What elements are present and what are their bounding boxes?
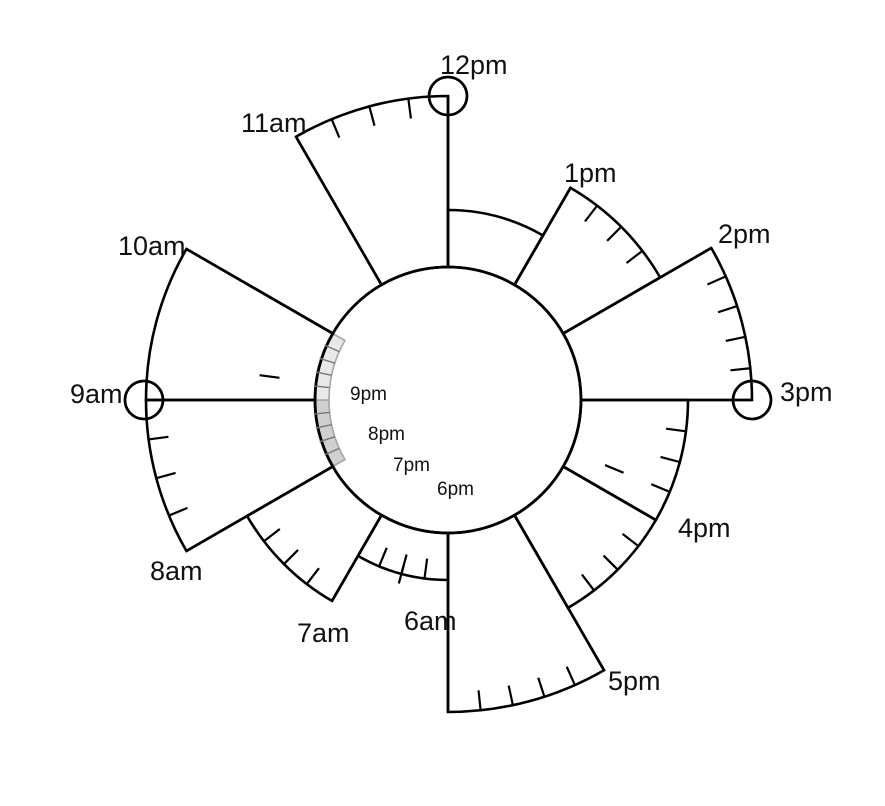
label-10am: 10am <box>118 231 186 261</box>
sector-8pm-tick <box>315 424 332 429</box>
tick-group <box>148 98 751 711</box>
sector-2pm-tick <box>730 367 751 372</box>
sector-12pm-tick <box>604 464 624 474</box>
sector-7am <box>245 464 384 603</box>
sector-5pm-tick <box>477 690 482 711</box>
spoke-hour-2 <box>562 246 712 335</box>
sector-4pm <box>512 464 658 610</box>
label-8am: 8am <box>150 556 203 586</box>
sector-8pm-tick <box>313 411 330 415</box>
spoke-hour-8 <box>185 465 334 553</box>
sector-1pm-tick <box>606 225 623 242</box>
base-circle <box>313 265 583 535</box>
label-11am: 11am <box>241 108 307 138</box>
sector-9pm-tick <box>319 357 336 364</box>
sector-11am <box>294 94 450 287</box>
label-2pm: 2pm <box>718 219 771 249</box>
label-3pm: 3pm <box>780 377 833 407</box>
sector-11am-tick <box>407 98 413 119</box>
sector-11am-tick <box>368 106 376 126</box>
sector-9pm-tick <box>324 344 340 353</box>
sector-8am <box>144 398 335 553</box>
end-marker-12pm <box>427 75 469 117</box>
label-7am: 7am <box>297 618 350 648</box>
inward-sector-group <box>314 332 347 468</box>
spoke-hour-4 <box>562 465 657 522</box>
sector-6am-tick <box>423 558 429 579</box>
sector-3pm-tick <box>665 427 687 433</box>
sector-2pm-tick <box>725 335 746 343</box>
sector-12pm <box>446 208 545 287</box>
sector-2pm-tick <box>706 275 727 286</box>
sector-8am-tick <box>148 435 169 441</box>
sector-7am-tick <box>263 528 281 543</box>
sector-1pm-tick <box>625 249 644 264</box>
end-marker-group <box>123 75 773 421</box>
sector-5pm-tick <box>507 685 514 706</box>
sector-7am-tick <box>283 549 299 565</box>
label-6pm: 6pm <box>437 479 474 500</box>
spoke-hour-11 <box>294 136 383 286</box>
sector-3pm-tick <box>650 483 671 493</box>
sector-4pm-tick <box>581 573 595 592</box>
sector-5pm-tick <box>537 677 546 698</box>
label-12pm: 12pm <box>440 50 508 80</box>
sector-8pm-tick <box>319 436 336 443</box>
spoke-group <box>146 96 752 712</box>
label-4pm: 4pm <box>678 513 731 543</box>
sector-9pm-tick <box>313 385 330 389</box>
label-9pm: 9pm <box>350 384 387 405</box>
sector-8am-tick <box>168 506 188 517</box>
sector-6am-tick <box>378 547 388 567</box>
end-marker-3pm <box>731 379 773 421</box>
sector-12pm-tick <box>259 374 280 379</box>
sector-8am-tick <box>156 471 176 480</box>
sector-4pm-tick <box>602 554 619 571</box>
sector-5pm <box>446 513 606 714</box>
spoke-hour-1 <box>513 187 572 286</box>
spoke-10am-bare <box>245 282 334 335</box>
spoke-hour-5 <box>513 514 606 671</box>
sector-8pm-tick <box>324 447 340 456</box>
end-marker-9am <box>123 379 165 421</box>
sector-2pm-tick <box>717 305 738 314</box>
label-9am: 9am <box>70 379 123 409</box>
label-8pm: 8pm <box>368 424 405 445</box>
label-7pm: 7pm <box>393 455 430 476</box>
spoke-hour-7 <box>330 514 383 602</box>
sector-4pm-tick <box>621 533 640 547</box>
sector-1pm <box>512 186 662 336</box>
label-1pm: 1pm <box>564 158 617 188</box>
sector-3pm-tick <box>660 455 681 464</box>
sector-7am-tick <box>305 567 320 585</box>
sector-9pm-tick <box>315 371 332 376</box>
sector-1pm-tick <box>584 204 599 223</box>
sector-6am-tick <box>400 554 408 575</box>
label-5pm: 5pm <box>608 666 661 696</box>
sector-11am-tick <box>330 118 341 139</box>
label-6am: 6am <box>404 606 457 636</box>
sector-9am <box>144 247 335 402</box>
sector-5pm-tick <box>565 666 576 686</box>
